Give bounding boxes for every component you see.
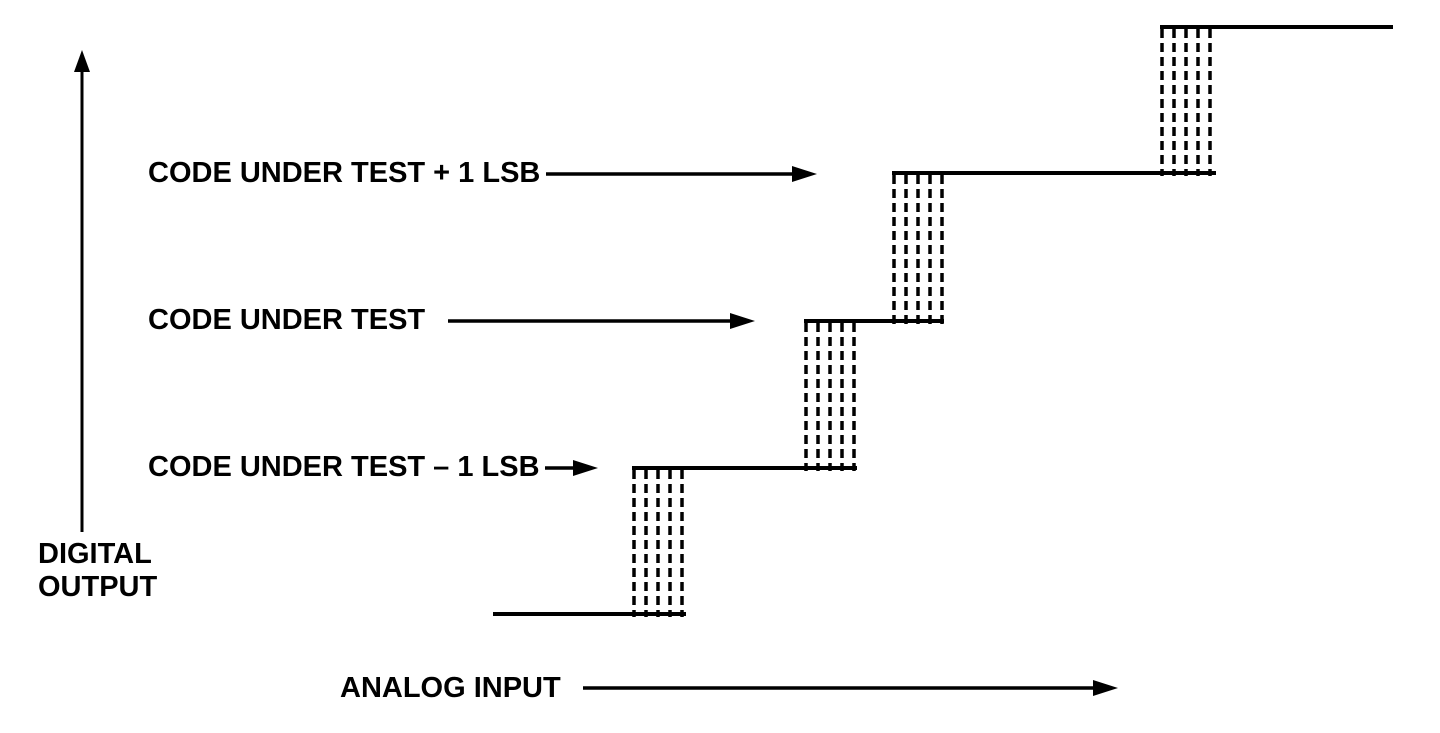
transition-band-2 [804, 323, 856, 471]
transition-band-4 [1160, 29, 1212, 176]
arrowhead-icon [792, 166, 817, 182]
arrowhead-icon [573, 460, 598, 476]
arrow-code-minus-1lsb [545, 460, 598, 476]
arrow-code-under-test [448, 313, 755, 329]
x-axis-arrow [583, 680, 1118, 696]
y-axis-label: DIGITAL OUTPUT [38, 538, 158, 603]
label-code-minus-1lsb: CODE UNDER TEST – 1 LSB [148, 451, 540, 483]
x-axis-arrowhead-icon [1093, 680, 1118, 696]
y-axis [74, 50, 90, 532]
transition-band-3 [892, 175, 944, 324]
x-axis-label: ANALOG INPUT [340, 672, 561, 704]
arrow-code-plus-1lsb [546, 166, 817, 182]
label-code-under-test: CODE UNDER TEST [148, 304, 426, 336]
transition-band-1 [632, 470, 684, 617]
y-axis-arrowhead-icon [74, 50, 90, 72]
staircase-steps [493, 25, 1393, 616]
arrowhead-icon [730, 313, 755, 329]
label-code-plus-1lsb: CODE UNDER TEST + 1 LSB [148, 157, 541, 189]
